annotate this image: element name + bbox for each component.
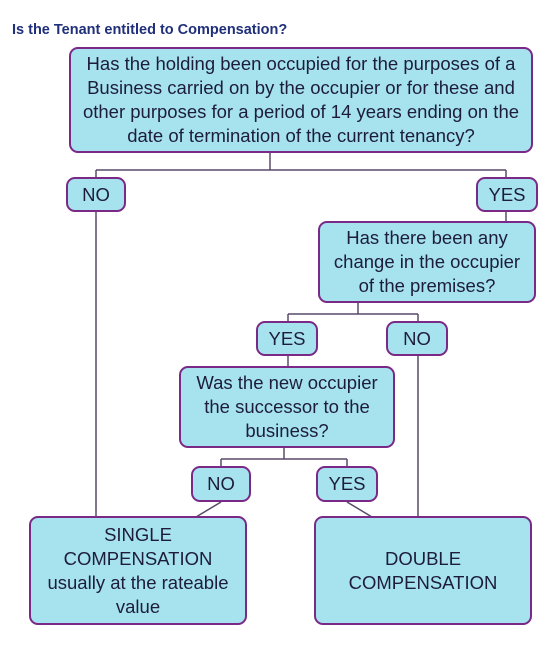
answer-yes-pill: YES (476, 177, 538, 212)
answer-no-pill: NO (66, 177, 126, 212)
result-double-compensation: DOUBLE COMPENSATION (314, 516, 532, 625)
diagram-title: Is the Tenant entitled to Compensation? (12, 22, 288, 38)
answer-yes-pill-2: YES (256, 321, 318, 356)
answer-yes-pill-3: YES (316, 466, 378, 502)
question-box-14-years: Has the holding been occupied for the pu… (69, 47, 533, 153)
answer-no-pill-3: NO (191, 466, 251, 502)
answer-no-pill-2: NO (386, 321, 448, 356)
question-box-successor: Was the new occupier the successor to th… (179, 366, 395, 448)
question-box-change-occupier: Has there been any change in the occupie… (318, 221, 536, 303)
result-single-compensation: SINGLE COMPENSATION usually at the ratea… (29, 516, 247, 625)
